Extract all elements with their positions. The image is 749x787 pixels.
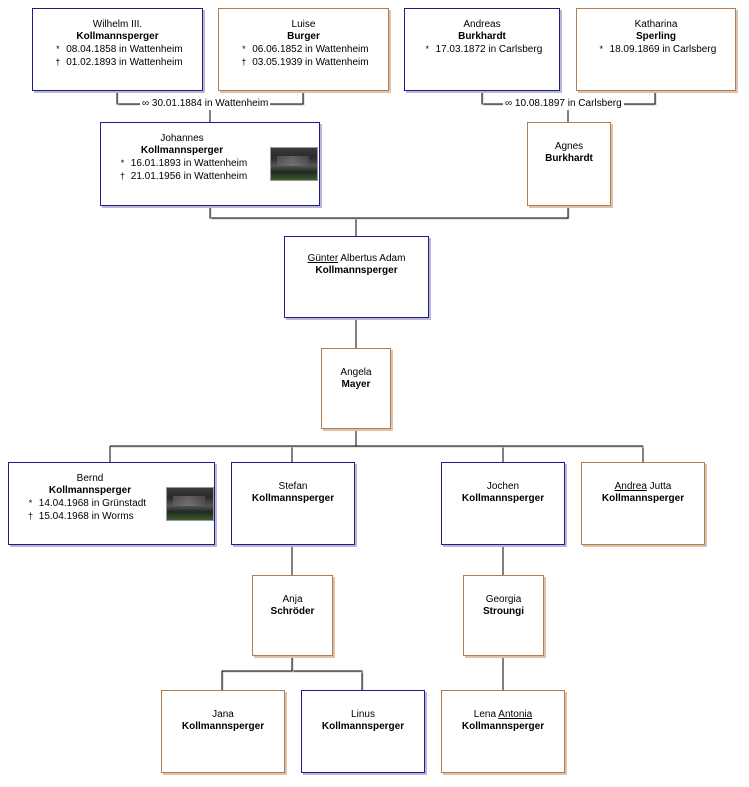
- given-name: Angela: [340, 367, 372, 378]
- birth-icon: *: [28, 498, 33, 508]
- person-card-agnes[interactable]: Agnes Burkhardt: [527, 122, 611, 206]
- death-event: † 01.02.1893 in Wattenheim: [33, 56, 202, 69]
- surname: Kollmannsperger: [461, 721, 545, 732]
- birth-icon: *: [599, 44, 603, 54]
- surname: Kollmannsperger: [321, 721, 405, 732]
- birth-event: * 17.03.1872 in Carlsberg: [405, 43, 559, 56]
- given-name: Agnes: [554, 141, 584, 152]
- surname: Kollmannsperger: [315, 265, 398, 276]
- person-card-johannes[interactable]: Johannes Kollmannsperger * 16.01.1893 in…: [100, 122, 320, 206]
- given-name: Anja: [282, 594, 303, 605]
- person-card-bernd[interactable]: Bernd Kollmannsperger * 14.04.1968 in Gr…: [8, 462, 215, 545]
- surname: Kollmannsperger: [601, 493, 685, 504]
- person-card-anja[interactable]: Anja Schröder: [252, 575, 333, 656]
- marriage-icon: ∞: [142, 98, 150, 109]
- birth-event: * 16.01.1893 in Wattenheim: [117, 157, 319, 170]
- person-card-jochen[interactable]: Jochen Kollmannsperger: [441, 462, 565, 545]
- given-name: Katharina: [634, 19, 678, 30]
- person-card-lena[interactable]: Lena Antonia Kollmannsperger: [441, 690, 565, 773]
- given-name: Luise: [291, 19, 316, 30]
- surname: Burkhardt: [458, 31, 506, 42]
- marriage-label-andreas-katharina: ∞ 10.08.1897 in Carlsberg: [503, 98, 624, 110]
- given-name: Andrea Jutta: [614, 481, 672, 492]
- surname: Kollmannsperger: [76, 31, 159, 42]
- birth-icon: *: [242, 44, 246, 54]
- surname: Kollmannsperger: [140, 145, 224, 156]
- person-card-linus[interactable]: Linus Kollmannsperger: [301, 690, 425, 773]
- birth-icon: *: [120, 158, 125, 168]
- person-card-katharina[interactable]: Katharina Sperling * 18.09.1869 in Carls…: [576, 8, 736, 91]
- death-event: † 21.01.1956 in Wattenheim: [117, 170, 319, 183]
- given-name: Linus: [351, 709, 375, 720]
- death-icon: †: [119, 171, 125, 181]
- person-card-andrea[interactable]: Andrea Jutta Kollmannsperger: [581, 462, 705, 545]
- given-name: Jochen: [486, 481, 520, 492]
- surname: Sperling: [635, 31, 676, 42]
- person-card-angela[interactable]: Angela Mayer: [321, 348, 391, 429]
- death-icon: †: [55, 57, 61, 67]
- surname: Schröder: [270, 606, 315, 617]
- given-name: Johannes: [160, 133, 204, 144]
- given-name: Lena Antonia: [473, 709, 533, 720]
- death-icon: †: [241, 57, 247, 67]
- birth-event: * 14.04.1968 in Grünstadt: [25, 497, 214, 510]
- person-photo[interactable]: [270, 147, 318, 181]
- death-icon: †: [27, 511, 33, 521]
- birth-icon: *: [425, 44, 429, 54]
- birth-event: * 06.06.1852 in Wattenheim: [219, 43, 388, 56]
- given-name: Wilhelm III.: [92, 19, 143, 30]
- given-name: Andreas: [463, 19, 501, 30]
- person-card-luise[interactable]: Luise Burger * 06.06.1852 in Wattenheim …: [218, 8, 389, 91]
- death-event: † 03.05.1939 in Wattenheim: [219, 56, 388, 69]
- person-card-jana[interactable]: Jana Kollmannsperger: [161, 690, 285, 773]
- marriage-icon: ∞: [505, 98, 513, 109]
- birth-event: * 18.09.1869 in Carlsberg: [577, 43, 735, 56]
- given-name: Georgia: [485, 594, 522, 605]
- given-name: Stefan: [278, 481, 308, 492]
- birth-event: * 08.04.1858 in Wattenheim: [33, 43, 202, 56]
- surname: Kollmannsperger: [181, 721, 265, 732]
- person-card-guenter[interactable]: Günter Albertus Adam Kollmannsperger: [284, 236, 429, 318]
- given-name: Bernd: [76, 473, 104, 484]
- surname: Kollmannsperger: [48, 485, 132, 496]
- person-card-wilhelm[interactable]: Wilhelm III. Kollmannsperger * 08.04.185…: [32, 8, 203, 91]
- surname: Mayer: [341, 379, 371, 390]
- marriage-label-wilhelm-luise: ∞ 30.01.1884 in Wattenheim: [140, 98, 271, 110]
- given-name: Jana: [212, 709, 234, 720]
- person-card-andreas[interactable]: Andreas Burkhardt * 17.03.1872 in Carlsb…: [404, 8, 560, 91]
- person-card-georgia[interactable]: Georgia Stroungi: [463, 575, 544, 656]
- surname: Burger: [287, 31, 320, 42]
- marriage-date: 10.08.1897 in Carlsberg: [514, 98, 622, 109]
- surname: Burkhardt: [545, 153, 593, 164]
- surname: Kollmannsperger: [251, 493, 335, 504]
- given-name: Günter Albertus Adam: [307, 253, 406, 264]
- death-event: † 15.04.1968 in Worms: [25, 510, 214, 523]
- marriage-date: 30.01.1884 in Wattenheim: [151, 98, 269, 109]
- birth-icon: *: [56, 44, 60, 54]
- person-card-stefan[interactable]: Stefan Kollmannsperger: [231, 462, 355, 545]
- surname: Stroungi: [482, 606, 525, 617]
- surname: Kollmannsperger: [461, 493, 545, 504]
- person-photo[interactable]: [166, 487, 214, 521]
